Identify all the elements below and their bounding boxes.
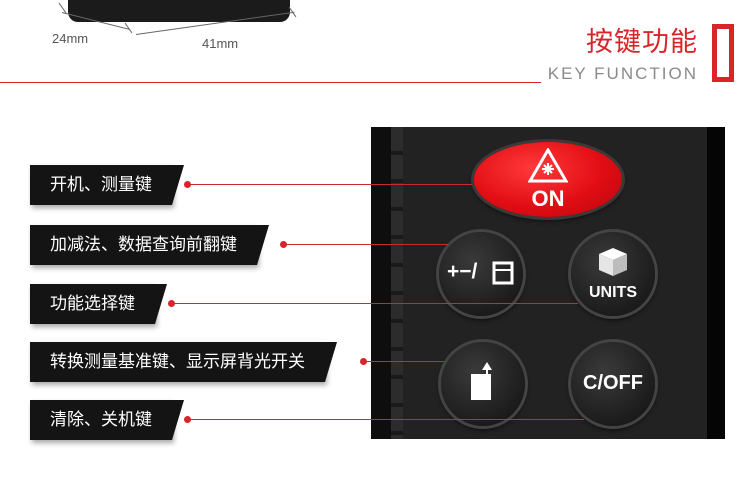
device-shadow	[707, 127, 725, 439]
callout-dot	[168, 300, 175, 307]
callout-dot	[184, 181, 191, 188]
callout-dot	[360, 358, 367, 365]
units-button-label: UNITS	[589, 284, 637, 301]
units-button[interactable]: UNITS	[571, 232, 655, 316]
width-label: 41mm	[202, 36, 239, 51]
callout-reference-key: 转换测量基准键、显示屏背光开关	[30, 342, 337, 382]
plus-minus-button[interactable]: +−/	[439, 232, 523, 316]
depth-label: 24mm	[52, 31, 89, 46]
title-bracket-icon	[712, 24, 734, 82]
on-button[interactable]: ON	[474, 142, 622, 217]
coff-button-label: C/OFF	[583, 372, 643, 394]
reference-base-icon	[471, 362, 492, 400]
leader-line	[286, 244, 448, 245]
reference-button[interactable]	[441, 342, 525, 426]
callout-dot	[280, 241, 287, 248]
plus-minus-label: +−/	[447, 260, 478, 283]
callout-plus-minus-key: 加减法、数据查询前翻键	[30, 225, 269, 265]
cube-icon	[599, 248, 627, 276]
device-top-view	[68, 0, 290, 22]
leader-line	[174, 303, 578, 304]
section-subtitle: KEY FUNCTION	[547, 64, 698, 83]
on-button-label: ON	[531, 186, 565, 211]
device-photo: ON +−/ UNITS C/OFF	[371, 127, 725, 439]
title-divider	[0, 82, 541, 83]
leader-line	[366, 361, 444, 362]
callout-clear-off-key: 清除、关机键	[30, 400, 184, 440]
device-grip-edge	[391, 127, 403, 439]
area-icon	[492, 261, 514, 285]
callout-on-key: 开机、测量键	[30, 165, 184, 205]
section-title: 按键功能	[586, 27, 698, 58]
leader-line	[190, 419, 584, 420]
callout-function-key: 功能选择键	[30, 284, 167, 324]
leader-line	[190, 184, 472, 185]
callout-dot	[184, 416, 191, 423]
coff-button[interactable]: C/OFF	[571, 342, 655, 426]
laser-warning-icon	[528, 148, 568, 183]
